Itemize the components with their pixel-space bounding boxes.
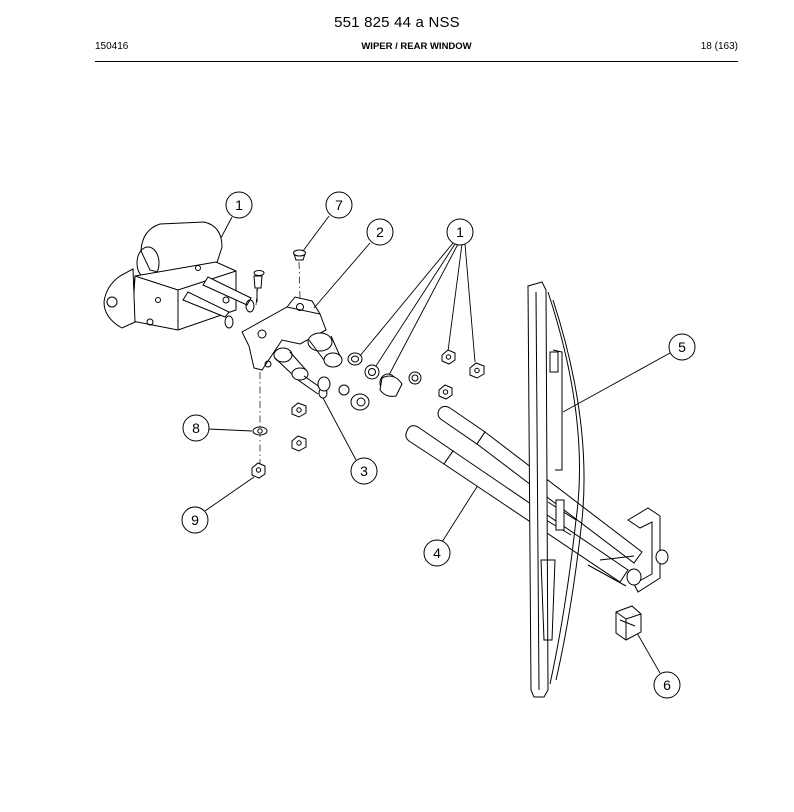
wiper-blade xyxy=(527,281,585,698)
callout-circle xyxy=(653,671,681,699)
callout-circle xyxy=(182,414,210,442)
callout-circles xyxy=(181,191,696,699)
document-number: 551 825 44 a NSS xyxy=(334,14,460,31)
callout-label: 1 xyxy=(456,224,464,240)
callout-circle xyxy=(446,218,474,246)
mounting-bracket xyxy=(241,296,343,399)
callout-label: 8 xyxy=(192,420,200,436)
callout-label: 2 xyxy=(376,224,384,240)
callout-circle xyxy=(423,539,451,567)
page-header: 150416 WIPER / REAR WINDOW 18 (163) xyxy=(95,41,738,57)
page-number: 18 (163) xyxy=(700,41,738,52)
callout-circle xyxy=(350,457,378,485)
header-divider xyxy=(95,61,738,62)
callout-label: 3 xyxy=(360,463,368,479)
document-code: 150416 xyxy=(95,41,129,52)
page-title: WIPER / REAR WINDOW xyxy=(361,41,472,52)
blade-clip xyxy=(615,605,642,641)
callout-labels: 1 7 2 1 5 8 3 9 4 6 xyxy=(191,197,686,693)
callout-circle xyxy=(325,191,353,219)
callout-label: 4 xyxy=(433,545,441,561)
callout-circle xyxy=(668,333,696,361)
callout-label: 9 xyxy=(191,512,199,528)
callout-circle xyxy=(181,506,209,534)
callout-label: 1 xyxy=(235,197,243,213)
wiper-motor xyxy=(103,221,263,331)
fasteners xyxy=(251,249,485,479)
callout-circle xyxy=(225,191,253,219)
callout-label: 6 xyxy=(663,677,671,693)
leader-lines xyxy=(204,215,671,674)
callout-circle xyxy=(366,218,394,246)
callout-label: 5 xyxy=(678,339,686,355)
callout-label: 7 xyxy=(335,197,343,213)
